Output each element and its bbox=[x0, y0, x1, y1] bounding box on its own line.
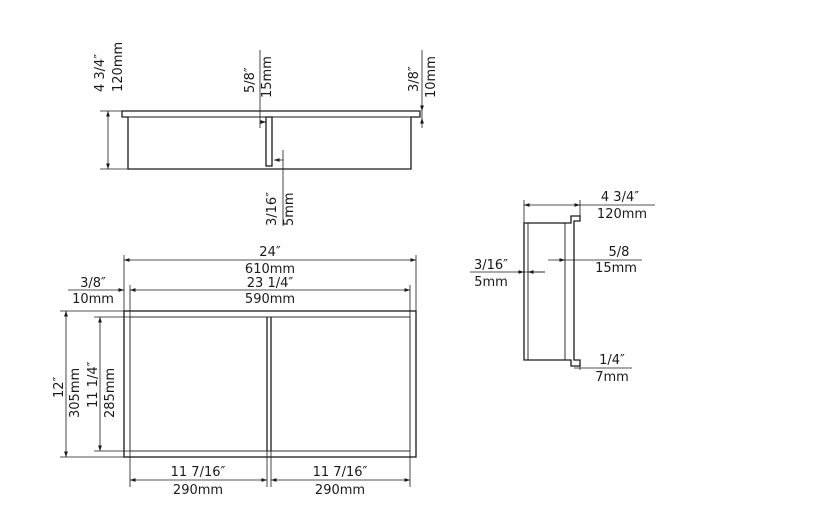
front-left-bay-mm: 290mm bbox=[173, 483, 223, 498]
front-right-bay-mm: 290mm bbox=[315, 483, 365, 498]
top-flange-in: 3/8″ bbox=[407, 66, 422, 92]
side-view: 4 3/4″ 120mm 3/16″ 5mm 5/8 15mm 1/4″ 7mm bbox=[470, 190, 655, 385]
front-inner-width-mm: 590mm bbox=[245, 292, 295, 307]
front-left-bay-in: 11 7/16″ bbox=[171, 465, 226, 480]
side-lip-in: 1/4″ bbox=[599, 353, 625, 368]
front-width-mm: 610mm bbox=[245, 262, 295, 277]
side-lip-mm: 7mm bbox=[595, 370, 629, 385]
side-depth-in: 4 3/4″ bbox=[601, 190, 639, 205]
top-view-divider bbox=[265, 116, 273, 167]
top-wall-in: 3/16″ bbox=[265, 192, 280, 226]
front-right-bay-in: 11 7/16″ bbox=[313, 465, 368, 480]
side-wall-in: 3/16″ bbox=[474, 258, 508, 273]
front-inner-height-in: 11 1/4″ bbox=[86, 361, 101, 408]
front-flange-in: 3/8″ bbox=[80, 276, 106, 291]
top-height-in: 4 3/4″ bbox=[93, 54, 108, 92]
side-depth-mm: 120mm bbox=[597, 207, 647, 222]
top-divider-mm: 15mm bbox=[260, 56, 275, 98]
side-divider-in: 5/8 bbox=[609, 245, 630, 260]
front-view: 24″ 610mm 23 1/4″ 590mm 3/8″ 10mm 12″ 30… bbox=[52, 245, 417, 498]
front-height-in: 12″ bbox=[52, 376, 67, 398]
side-wall-mm: 5mm bbox=[474, 275, 508, 290]
side-divider-mm: 15mm bbox=[595, 261, 637, 276]
top-wall-mm: 5mm bbox=[282, 192, 297, 226]
front-inner-height-mm: 285mm bbox=[103, 368, 118, 418]
side-view-outline bbox=[523, 215, 581, 367]
front-inner-opening bbox=[129, 316, 411, 452]
top-height-mm: 120mm bbox=[111, 42, 126, 92]
front-flange-mm: 10mm bbox=[72, 292, 114, 307]
front-height-mm: 305mm bbox=[68, 368, 83, 418]
front-inner-width-in: 23 1/4″ bbox=[247, 276, 294, 291]
top-divider-in: 5/8″ bbox=[243, 67, 258, 93]
front-outer-frame bbox=[123, 310, 417, 458]
front-width-in: 24″ bbox=[259, 245, 281, 260]
top-view: 4 3/4″ 120mm 5/8″ 15mm 3/8″ 10mm 3/16″ 5… bbox=[93, 42, 439, 226]
top-view-outline bbox=[121, 110, 421, 170]
top-flange-mm: 10mm bbox=[424, 56, 439, 98]
